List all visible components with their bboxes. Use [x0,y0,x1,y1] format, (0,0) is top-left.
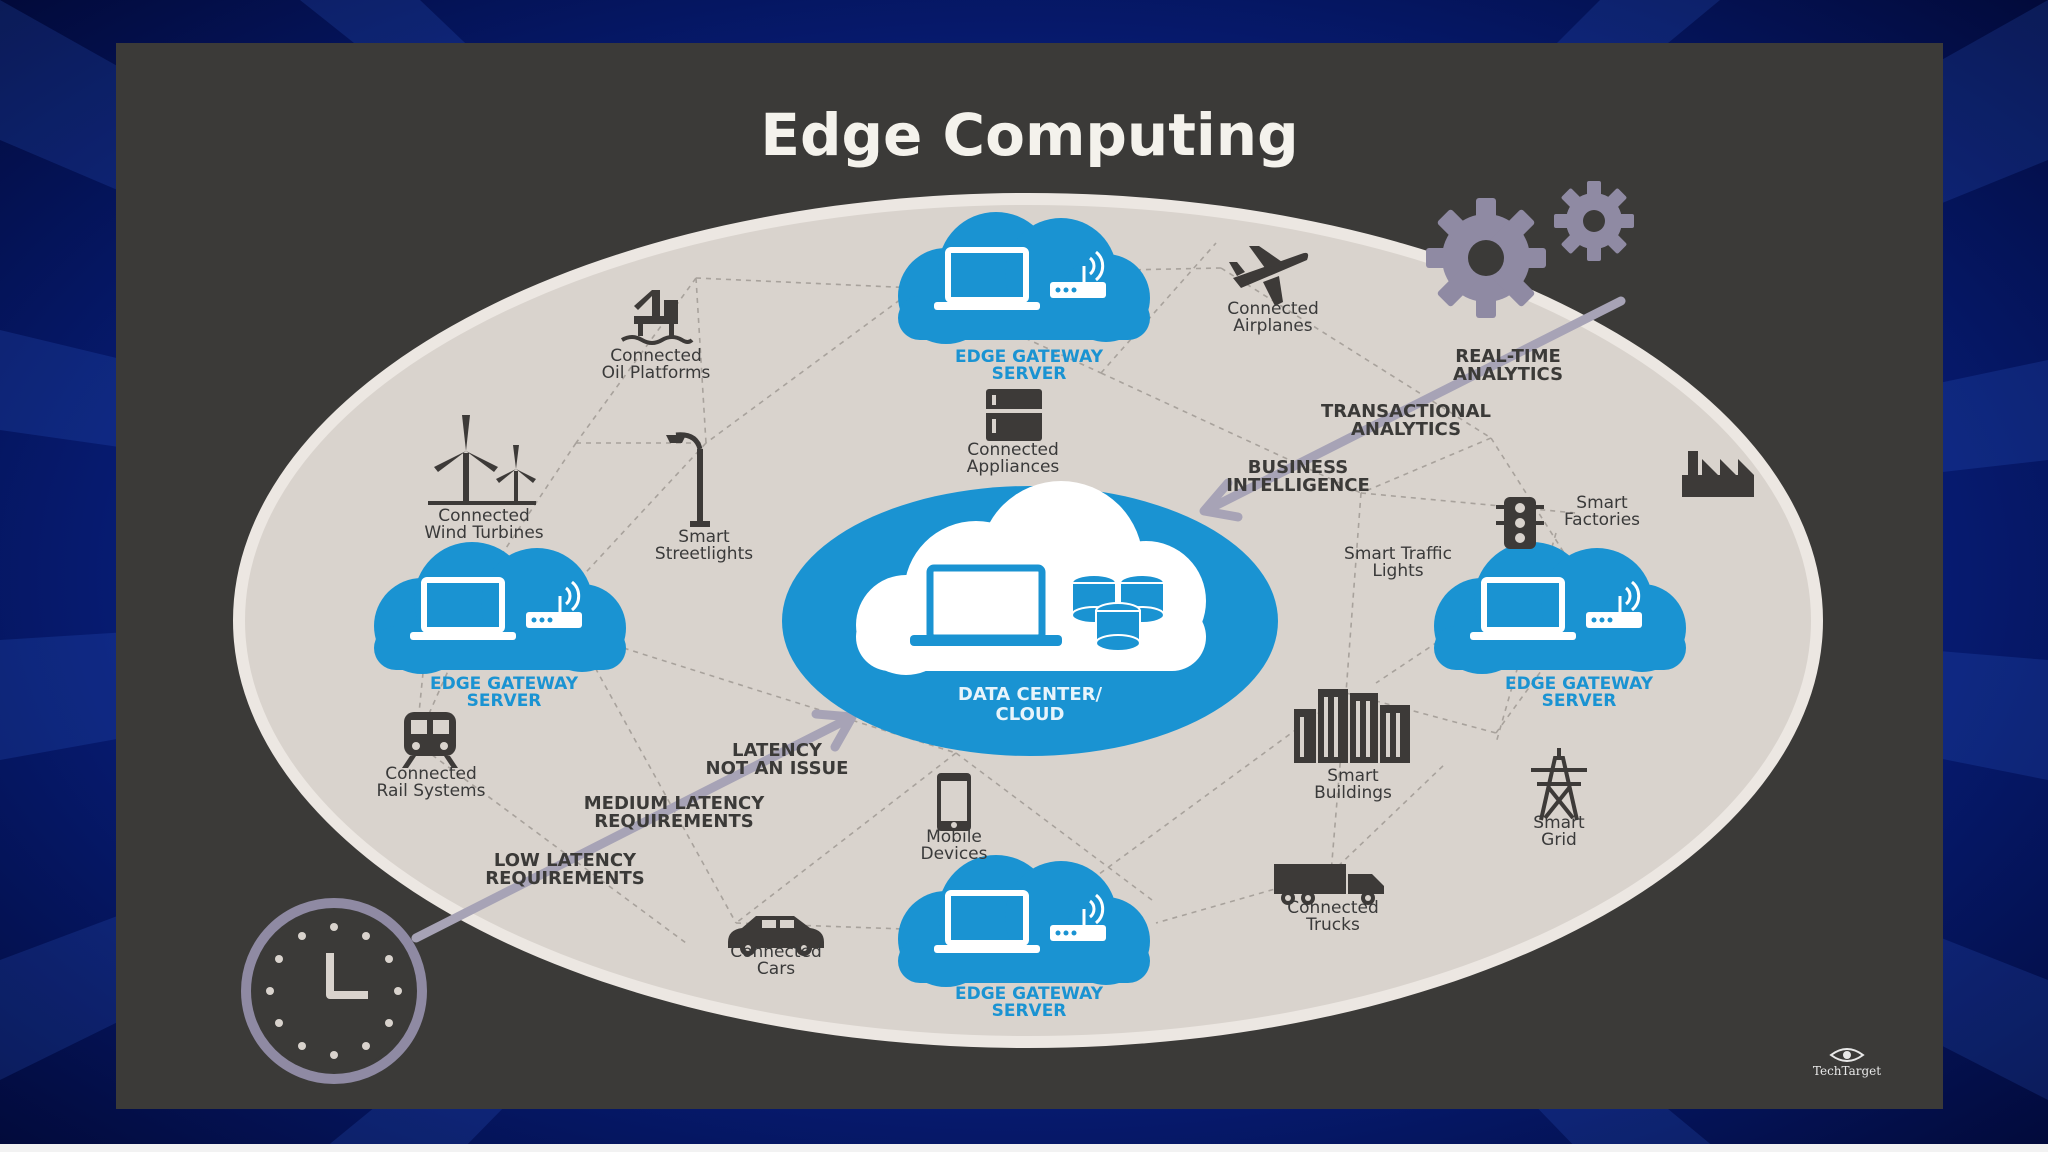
diagram-graphics [241,181,1865,1084]
factory-icon [1682,451,1754,497]
airplane-icon [1229,246,1309,306]
refrigerator-icon [986,389,1042,441]
edge-gateway-cloud-icon [898,212,1150,344]
data-center-label: DATA CENTER/CLOUD [957,684,1103,725]
edge-gateway-cloud-icon [898,855,1150,987]
building-icon [1294,689,1410,763]
smartphone-icon [937,773,971,831]
truck-icon [1274,864,1384,905]
oil-platform-icon [620,290,694,345]
traffic-light-icon [1496,497,1544,549]
streetlight-icon [666,432,710,527]
edge-gateway-cloud-icon [374,542,626,674]
car-icon [728,916,824,956]
infographic-panel: Edge Computing [116,43,1943,1109]
clock-icon [241,898,427,1084]
arrow-analytics [1199,296,1626,522]
gear-icon [1426,181,1634,318]
train-icon [402,712,458,768]
arrow-latency [411,709,857,943]
bottom-strip [0,1144,2048,1152]
edge-gateway-cloud-icon [1434,542,1686,674]
data-center-cloud-icon [782,481,1278,756]
power-tower-icon [1531,748,1587,821]
techtarget-logo-icon [1829,1048,1865,1062]
techtarget-brand: TechTarget [1812,1064,1882,1078]
wind-turbine-icon [428,415,536,505]
page-title: Edge Computing [760,101,1299,169]
